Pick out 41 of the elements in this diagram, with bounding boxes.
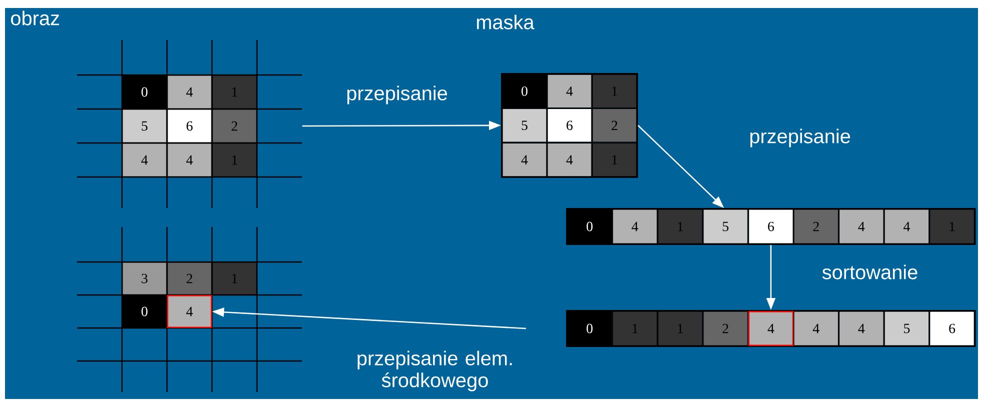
pixel-cell: 4 [793,311,839,346]
pixel-cell: 0 [122,295,167,328]
heading: obraz [11,10,60,26]
pixel-cell: 0 [566,209,612,244]
pixel-cell: 3 [122,262,167,295]
pixel-cell: 4 [122,143,167,177]
pixel-cell: 4 [612,209,658,244]
edge-label: przepisanie [347,86,448,104]
edge-label: przepisanie [750,128,850,148]
pixel-cell: 0 [502,74,547,108]
edge-label: przepisanie elem. środkowego [358,350,512,392]
pixel-row [566,310,976,347]
pixel-cell: 4 [838,311,884,346]
pixel-cell: 4 [547,74,592,108]
mask-matrix [501,72,638,178]
pixel-cell: 6 [547,108,592,143]
pixel-cell: 4 [884,209,930,244]
pixel-cell: 2 [793,209,839,244]
pixel-cell: 4 [502,142,547,177]
pixel-cell: 2 [592,108,637,143]
pixel-cell: 4 [748,311,794,346]
pixel-cell: 5 [702,209,748,244]
pixel-row [566,208,976,245]
pixel-cell: 4 [838,209,884,244]
pixel-cell: 2 [212,109,257,143]
pixel-cell: 0 [566,311,612,346]
pixel-cell: 4 [167,295,212,328]
pixel-cell: 4 [167,75,212,109]
pixel-cell: 2 [167,262,212,295]
pixel-cell: 5 [122,109,167,143]
pixel-cell: 4 [547,142,592,177]
pixel-cell: 6 [167,109,212,143]
pixel-cell: 4 [167,143,212,177]
heading: maska [477,14,534,30]
pixel-cell: 6 [748,209,794,244]
pixel-cell: 2 [702,311,748,346]
pixel-cell: 5 [502,108,547,143]
pixel-cell: 6 [929,311,975,346]
pixel-cell: 5 [884,311,930,346]
pixel-cell: 0 [122,75,167,109]
edge-label: sortowanie [822,264,918,280]
